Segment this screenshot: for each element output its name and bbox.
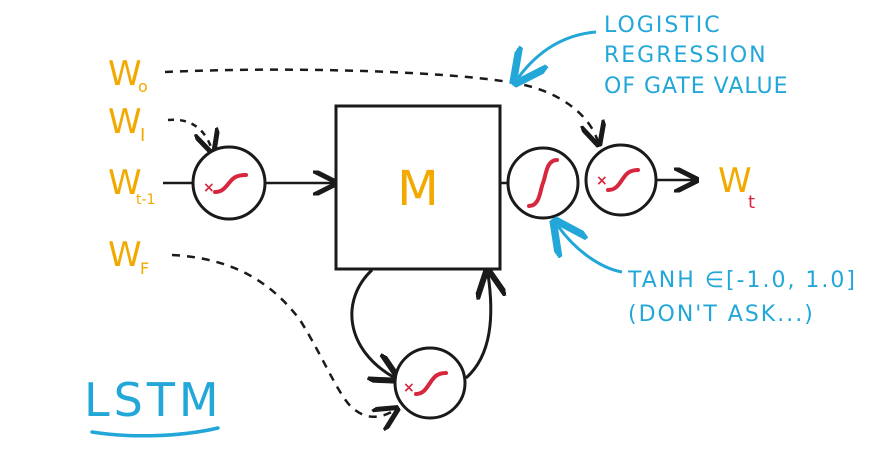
- tanh-line-1: TANH ∈[-1.0, 1.0]: [627, 268, 857, 293]
- forget-gate: ×: [393, 346, 467, 420]
- input-wt1-base: W: [108, 163, 142, 203]
- logistic-annotation: LOGISTIC REGRESSION OF GATE VALUE: [604, 13, 789, 99]
- output-gate-sigmoid-icon: [606, 168, 640, 192]
- input-wf-base: W: [108, 235, 142, 275]
- tanh-annotation: TANH ∈[-1.0, 1.0] (DON'T ASK...): [627, 268, 857, 327]
- wi-to-input-gate-dashed: [167, 118, 212, 150]
- memory-cell-box: [334, 104, 502, 271]
- logistic-annotation-arrow: [518, 30, 597, 78]
- forget-gate-to-memory-loop: [465, 274, 491, 380]
- wo-to-output-gate-dashed: [164, 68, 598, 142]
- memory-to-forget-gate-loop: [350, 268, 395, 378]
- input-wo-base: W: [108, 54, 142, 94]
- memory-cell-label: M: [397, 161, 438, 217]
- tanh-sigmoid-icon: [527, 158, 559, 208]
- logistic-line-3: OF GATE VALUE: [604, 74, 789, 99]
- lstm-title-underline: [90, 426, 220, 438]
- input-wt1-label: W t-1: [108, 163, 155, 208]
- input-wi-sub: I: [140, 125, 145, 146]
- forget-gate-sigmoid-icon: [414, 371, 448, 396]
- input-gate: ×: [191, 145, 267, 221]
- input-gate-multiply-symbol: ×: [203, 180, 215, 196]
- wf-to-forget-gate-dashed: [171, 253, 395, 417]
- output-gate-multiply-symbol: ×: [596, 173, 608, 189]
- logistic-line-1: LOGISTIC: [604, 13, 722, 38]
- logistic-line-2: REGRESSION: [604, 43, 768, 68]
- tanh-gate: [506, 146, 580, 220]
- input-wf-sub: F: [140, 259, 149, 278]
- input-wi-label: W I: [108, 102, 145, 146]
- lstm-title: LSTM: [84, 373, 223, 438]
- input-wt1-sub: t-1: [136, 192, 155, 208]
- forget-gate-multiply-symbol: ×: [403, 380, 415, 396]
- lstm-title-text: LSTM: [84, 373, 223, 427]
- tanh-line-2: (DON'T ASK...): [628, 302, 815, 327]
- input-gate-sigmoid-icon: [213, 173, 248, 194]
- output-label: W t: [718, 161, 755, 213]
- input-wi-base: W: [108, 102, 142, 142]
- input-wo-label: W o: [108, 54, 148, 96]
- input-wo-sub: o: [138, 77, 148, 96]
- tanh-annotation-arrow: [558, 226, 623, 274]
- input-wf-label: W F: [108, 235, 149, 278]
- output-gate: ×: [584, 143, 658, 217]
- output-base: W: [718, 161, 752, 201]
- output-sub: t: [748, 192, 755, 213]
